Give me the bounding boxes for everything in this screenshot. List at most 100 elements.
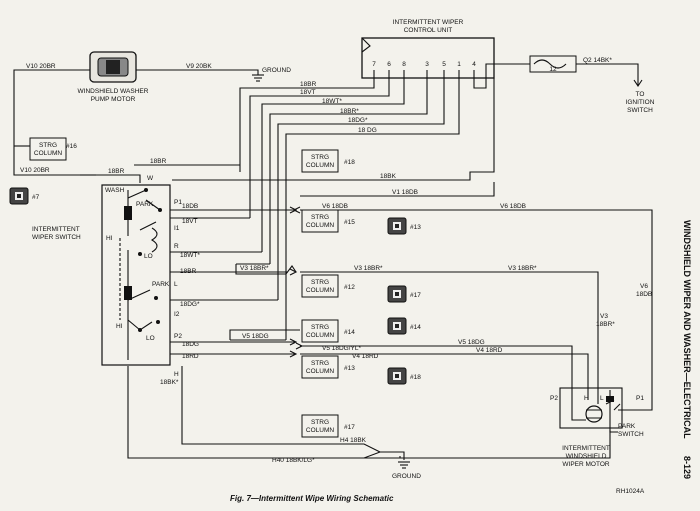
page-number: 8-129	[682, 456, 692, 479]
wire-18bk: 18BK	[380, 173, 397, 180]
ground-label-top: GROUND	[262, 67, 291, 74]
wire-h4: H4 18BK	[340, 437, 367, 444]
sw-wash: WASH	[105, 187, 125, 194]
control-pin-label: 4	[472, 61, 476, 68]
svg-text:STRG: STRG	[311, 324, 329, 331]
wiper-motor-label-2: WINDSHIELD	[566, 453, 607, 460]
wire-18rd-sw: 18RD	[182, 353, 199, 360]
connector-block	[387, 217, 407, 235]
connector-block	[9, 187, 29, 205]
wire-18br-a: 18BR	[300, 81, 317, 88]
washer-pump-motor: WINDSHIELD WASHER PUMP MOTOR	[78, 51, 149, 103]
sw-r: R	[174, 243, 179, 250]
motor-p2: P2	[550, 395, 558, 402]
strg-ref: #18	[344, 159, 355, 166]
wire-18dg-b: 18 DG	[358, 127, 377, 134]
wiper-motor-label-3: WIPER MOTOR	[562, 461, 609, 468]
ground-label-bottom: GROUND	[392, 473, 421, 480]
wire-v3-a: V3 18BR*	[240, 265, 269, 272]
control-pin-label: 3	[425, 61, 429, 68]
connector-ref: #13	[410, 224, 421, 231]
wire-v3-d-1: V3	[600, 313, 608, 320]
svg-text:COLUMN: COLUMN	[34, 150, 62, 157]
control-pin-label: 7	[372, 61, 376, 68]
svg-text:STRG: STRG	[311, 419, 329, 426]
control-pin-label: 5	[442, 61, 446, 68]
sw-hi2: HI	[116, 323, 123, 330]
svg-text:STRG: STRG	[311, 154, 329, 161]
sw-hi: HI	[106, 235, 113, 242]
sw-h: H	[174, 371, 179, 378]
strg-ref-16: #16	[66, 143, 77, 150]
connector-block	[387, 367, 407, 385]
connector-ref: #7	[32, 194, 40, 201]
svg-text:STRG: STRG	[311, 360, 329, 367]
strg-ref: #13	[344, 365, 355, 372]
wire-v9: V9 20BK	[186, 63, 212, 70]
connector-block	[387, 285, 407, 303]
svg-text:COLUMN: COLUMN	[306, 162, 334, 169]
control-pin-label: 1	[457, 61, 461, 68]
side-title: WINDSHIELD WIPER AND WASHER—ELECTRICAL	[682, 220, 692, 439]
wire-18dg-sw2: 18DG	[182, 341, 199, 348]
wire-v6-b: V6 18DB	[500, 203, 526, 210]
wire-v3-b: V3 18BR*	[354, 265, 383, 272]
connector-ref: #18	[410, 374, 421, 381]
fuse: 12	[529, 55, 577, 73]
wire-18bk-sw: 18BK*	[160, 379, 179, 386]
ground-symbol-top	[252, 74, 264, 82]
wire-18br-d: 18BR	[108, 168, 125, 175]
washer-motor-label-1: WINDSHIELD WASHER	[78, 88, 149, 95]
wire-q2: Q2 14BK*	[583, 57, 612, 64]
wiper-switch-label-1: INTERMITTENT	[32, 226, 80, 233]
sw-l: L	[174, 281, 178, 288]
ignition-label-1: TO	[636, 91, 645, 98]
sw-lo: LO	[144, 253, 153, 260]
wire-v3-d-2: 18BR*	[596, 321, 615, 328]
wire-v4-b: V4 18RD	[476, 347, 503, 354]
wiper-switch: WASH W PARK P1 I1 LO R HI PARK L I2 P2 H…	[101, 175, 182, 378]
wire-v10: V10 20BR	[26, 63, 56, 70]
fuse-label: 12	[549, 66, 557, 73]
ignition-label-2: IGNITION	[626, 99, 655, 106]
wire-18dg-a: 18DG*	[348, 117, 368, 124]
motor-p1: P1	[636, 395, 644, 402]
wire-v6-c-1: V6	[640, 283, 648, 290]
svg-text:COLUMN: COLUMN	[306, 287, 334, 294]
wire-18br-c: 18BR	[150, 158, 167, 165]
wire-18vt: 18VT	[300, 89, 316, 96]
connector-ref: #14	[410, 324, 421, 331]
wire-v10-b: V10 20BR	[20, 167, 50, 174]
wire-v4-a: V4 18RD	[352, 353, 379, 360]
wire-v5-a: V5 18DG	[242, 333, 269, 340]
sw-i1: I1	[174, 225, 180, 232]
control-pin-label: 6	[387, 61, 391, 68]
strg-ref: #17	[344, 424, 355, 431]
wire-v6-a: V6 18DB	[322, 203, 348, 210]
motor-h: H	[584, 395, 589, 402]
figure-caption: Fig. 7—Intermittent Wipe Wiring Schemati…	[230, 494, 394, 503]
sw-i2: I2	[174, 311, 180, 318]
strg-ref: #14	[344, 329, 355, 336]
wire-v1: V1 18DB	[392, 189, 418, 196]
connector-block	[387, 317, 407, 335]
wire-18br-b: 18BR*	[340, 108, 359, 115]
park-switch-label-2: SWITCH	[618, 431, 644, 438]
ref-code: RH1024A	[616, 488, 645, 495]
sw-p2: P2	[174, 333, 182, 340]
sw-lo2: LO	[146, 335, 155, 342]
connector-ref: #17	[410, 292, 421, 299]
svg-text:COLUMN: COLUMN	[306, 222, 334, 229]
wire-18wt-sw: 18WT*	[180, 252, 200, 259]
svg-text:COLUMN: COLUMN	[306, 332, 334, 339]
motor-l: L	[600, 395, 604, 402]
wiper-switch-label-2: WIPER SWITCH	[32, 234, 81, 241]
